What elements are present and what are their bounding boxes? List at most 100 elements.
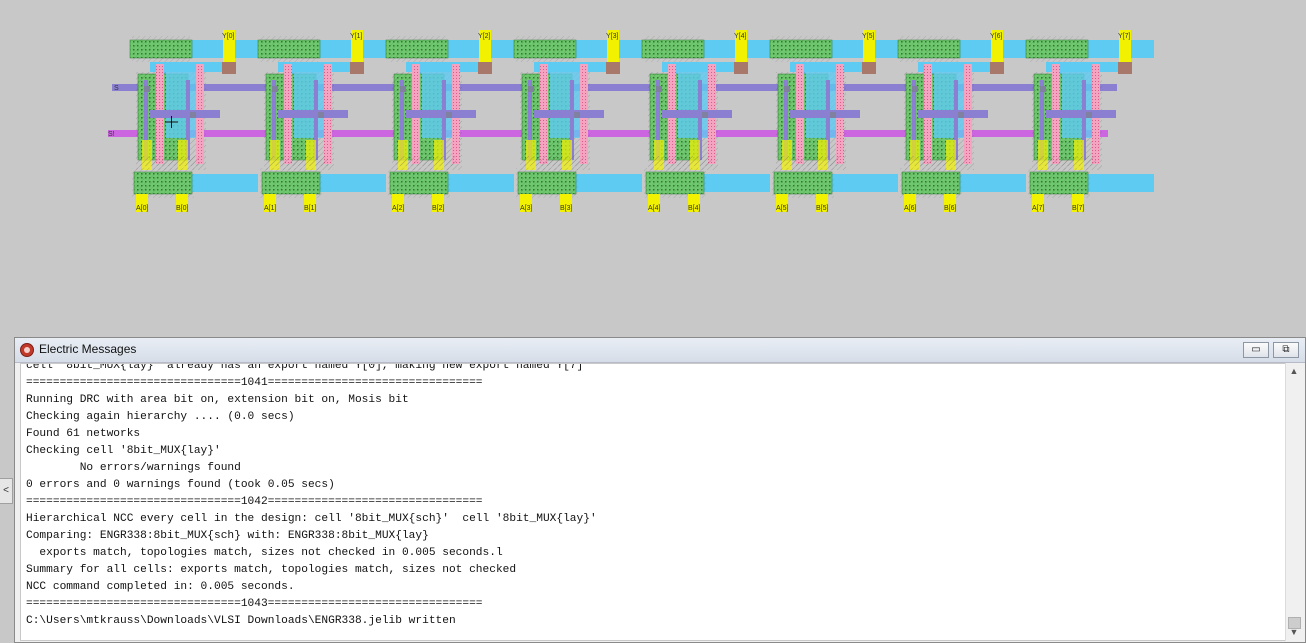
message-line: Found 61 networks xyxy=(26,428,141,440)
bottom-metal-strip xyxy=(1088,174,1154,192)
b-input-label: B[0] xyxy=(176,205,189,212)
leg-hatch xyxy=(524,156,584,166)
output-label: Y[4] xyxy=(734,33,747,40)
loop-metal xyxy=(534,62,614,72)
leg-pin xyxy=(1038,140,1048,170)
a-input-pin xyxy=(136,194,148,212)
leg-hatch xyxy=(652,156,712,166)
bottom-hatch xyxy=(644,168,706,198)
output-contact xyxy=(478,62,492,74)
restore-button[interactable]: ⧉ xyxy=(1273,342,1299,358)
message-line: ================================1043====… xyxy=(26,598,483,610)
top-hatch xyxy=(772,36,830,62)
leg-pin xyxy=(690,140,700,170)
message-line: exports match, topologies match, sizes n… xyxy=(26,547,503,559)
output-label: Y[0] xyxy=(222,33,235,40)
mux-layout-drawing[interactable]: SS!Y[0]A[0]B[0]Y[1]A[1]B[1]Y[2]A[2]B[2]Y… xyxy=(0,0,1306,340)
message-line: Comparing: ENGR338:8bit_MUX{sch} with: E… xyxy=(26,530,429,542)
bottom-metal-strip xyxy=(448,174,514,192)
b-input-label: B[7] xyxy=(1072,205,1085,212)
window-titlebar[interactable]: Electric Messages ▭ ⧉ xyxy=(15,338,1305,363)
leg-pin xyxy=(398,140,408,170)
a-input-label: A[0] xyxy=(136,205,149,212)
contact xyxy=(912,86,918,92)
poly-gate xyxy=(150,110,220,118)
message-line: No errors/warnings found xyxy=(26,462,241,474)
b-input-label: B[1] xyxy=(304,205,317,212)
minimize-button[interactable]: ▭ xyxy=(1243,342,1269,358)
bottom-hatch xyxy=(1028,168,1090,198)
bottom-metal-strip xyxy=(960,174,1026,192)
leg-hatch xyxy=(140,156,200,166)
contact xyxy=(702,112,708,118)
message-lines: cell '8bit_MUX{lay}' already has an expo… xyxy=(26,363,597,630)
loop-metal xyxy=(406,62,486,72)
contact xyxy=(190,112,196,118)
message-line: cell '8bit_MUX{lay}' already has an expo… xyxy=(26,363,584,372)
output-pin xyxy=(607,30,619,62)
loop-metal xyxy=(1046,62,1126,72)
center-metal xyxy=(166,68,196,138)
b-input-pin xyxy=(304,194,316,212)
b-input-pin xyxy=(944,194,956,212)
contact xyxy=(528,86,534,92)
a-input-label: A[1] xyxy=(264,205,277,212)
b-input-label: B[5] xyxy=(816,205,829,212)
poly-vertical xyxy=(826,80,830,160)
select-bar-label: S! xyxy=(108,131,115,138)
leg-pin xyxy=(142,140,152,170)
output-label: Y[3] xyxy=(606,33,619,40)
output-label: Y[6] xyxy=(990,33,1003,40)
vertical-scrollbar[interactable]: ▲ ▼ xyxy=(1285,363,1302,641)
a-input-pin xyxy=(392,194,404,212)
message-text-area[interactable]: cell '8bit_MUX{lay}' already has an expo… xyxy=(20,363,1286,641)
poly-vertical xyxy=(954,80,958,160)
poly-vertical xyxy=(528,80,532,160)
output-pin xyxy=(735,30,747,62)
poly-gate xyxy=(1046,110,1116,118)
output-pin xyxy=(863,30,875,62)
contact xyxy=(272,86,278,92)
output-label: Y[7] xyxy=(1118,33,1131,40)
side-panel-toggle[interactable]: < xyxy=(0,478,13,504)
top-hatch xyxy=(900,36,958,62)
center-metal xyxy=(294,68,324,138)
leg-hatch xyxy=(780,156,840,166)
output-label: Y[2] xyxy=(478,33,491,40)
bottom-hatch xyxy=(772,168,834,198)
leg-pin xyxy=(910,140,920,170)
loop-metal xyxy=(918,62,998,72)
message-line: ================================1041====… xyxy=(26,377,483,389)
contact xyxy=(318,112,324,118)
a-input-pin xyxy=(776,194,788,212)
leg-pin xyxy=(434,140,444,170)
a-input-label: A[5] xyxy=(776,205,789,212)
contact xyxy=(1040,86,1046,92)
poly-gate xyxy=(406,110,476,118)
leg-hatch xyxy=(396,156,456,166)
bottom-hatch xyxy=(516,168,578,198)
crosshair-cursor-icon xyxy=(165,116,178,128)
poly-vertical xyxy=(1082,80,1086,160)
window-title: Electric Messages xyxy=(39,342,137,356)
poly-vertical xyxy=(400,80,404,160)
message-line: Checking again hierarchy .... (0.0 secs) xyxy=(26,411,295,423)
bottom-metal-strip xyxy=(704,174,770,192)
leg-pin xyxy=(946,140,956,170)
scroll-up-icon[interactable]: ▲ xyxy=(1289,366,1299,376)
leg-pin xyxy=(782,140,792,170)
output-pin xyxy=(351,30,363,62)
scrollbar-thumb[interactable] xyxy=(1288,617,1301,629)
scroll-down-icon[interactable]: ▼ xyxy=(1289,627,1299,637)
bottom-hatch xyxy=(260,168,322,198)
output-pin xyxy=(223,30,235,62)
output-contact xyxy=(990,62,1004,74)
a-input-label: A[6] xyxy=(904,205,917,212)
output-pin xyxy=(1119,30,1131,62)
output-contact xyxy=(350,62,364,74)
output-pin xyxy=(991,30,1003,62)
b-input-label: B[6] xyxy=(944,205,957,212)
center-metal xyxy=(806,68,836,138)
contact xyxy=(830,112,836,118)
